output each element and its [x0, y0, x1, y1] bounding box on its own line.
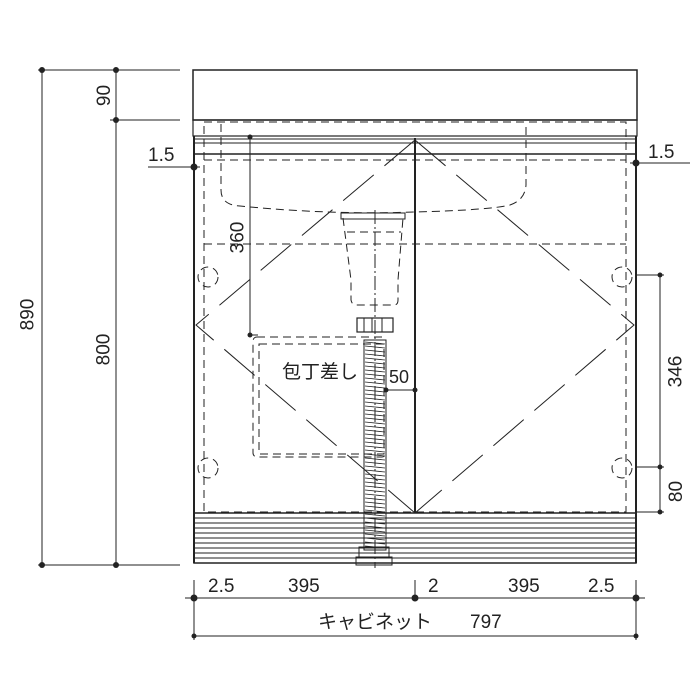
hose-coil [364, 357, 386, 361]
dim-door-left: 395 [288, 576, 320, 597]
dim-gap-left: 1.5 [148, 145, 175, 166]
dim-side-left: 2.5 [208, 576, 235, 597]
hose-coil [364, 505, 386, 509]
hose-coil [364, 381, 386, 385]
knife-holder-outline [252, 336, 387, 458]
hose-coil [364, 469, 386, 473]
hose-coil [364, 429, 386, 433]
hose-coil [364, 437, 386, 441]
hose-coil [364, 413, 386, 417]
hose-coil [364, 349, 386, 353]
cabinet-label: キャビネット [318, 612, 433, 633]
hose-coil [364, 485, 386, 489]
dim-total-height: 890 [17, 298, 39, 331]
hose-coil [364, 341, 386, 345]
hose-coil [364, 425, 386, 429]
hose-coil [364, 421, 386, 425]
dim-top-height: 90 [94, 84, 116, 107]
hose-coil [364, 461, 386, 465]
hose-coil [364, 345, 386, 349]
hose-coil [364, 533, 386, 537]
dim-side-right: 2.5 [588, 576, 615, 597]
hose-coil [364, 369, 386, 373]
hose-coil [364, 377, 386, 381]
hose-coil [364, 501, 386, 505]
hose-coil [364, 493, 386, 497]
hose-coil [364, 497, 386, 501]
hose-coil [364, 449, 386, 453]
dim-door-gap: 2 [428, 576, 439, 597]
hose-coil [364, 465, 386, 469]
dim-drain-height: 360 [227, 221, 249, 254]
dim-cabinet-width: 797 [470, 612, 502, 633]
hose-coil [364, 473, 386, 477]
knife-holder-label: 包丁差し [282, 362, 359, 383]
top-rail [192, 119, 638, 137]
hose-coil [364, 365, 386, 369]
hose-coil [364, 353, 386, 357]
hose-coil [364, 481, 386, 485]
hose-coil [364, 405, 386, 409]
hose-coil [364, 361, 386, 365]
hose-coil [364, 393, 386, 397]
hose-coil [364, 385, 386, 389]
hose-coil [364, 489, 386, 493]
dim-handle-span: 346 [665, 355, 687, 388]
dim-drain-offset: 50 [389, 367, 410, 387]
hose-coil [364, 513, 386, 517]
hose-coil [364, 477, 386, 481]
dim-gap-right: 1.5 [648, 142, 675, 163]
hose-coil [364, 529, 386, 533]
dim-body-height: 800 [93, 333, 115, 366]
hose-coil [364, 433, 386, 437]
hose-coil [364, 397, 386, 401]
hose-coil [364, 389, 386, 393]
hose-coil [364, 509, 386, 513]
hose-coil [364, 401, 386, 405]
hose-coil [364, 445, 386, 449]
hose-coil [364, 409, 386, 413]
dim-door-right: 395 [508, 576, 540, 597]
countertop [192, 69, 638, 121]
hose-coil [364, 441, 386, 445]
plinth [194, 517, 636, 559]
dim-handle-bottom: 80 [666, 480, 688, 503]
hose-coil [364, 373, 386, 377]
hose-coil [364, 453, 386, 457]
hose-coil [364, 457, 386, 461]
hose-coil [364, 417, 386, 421]
